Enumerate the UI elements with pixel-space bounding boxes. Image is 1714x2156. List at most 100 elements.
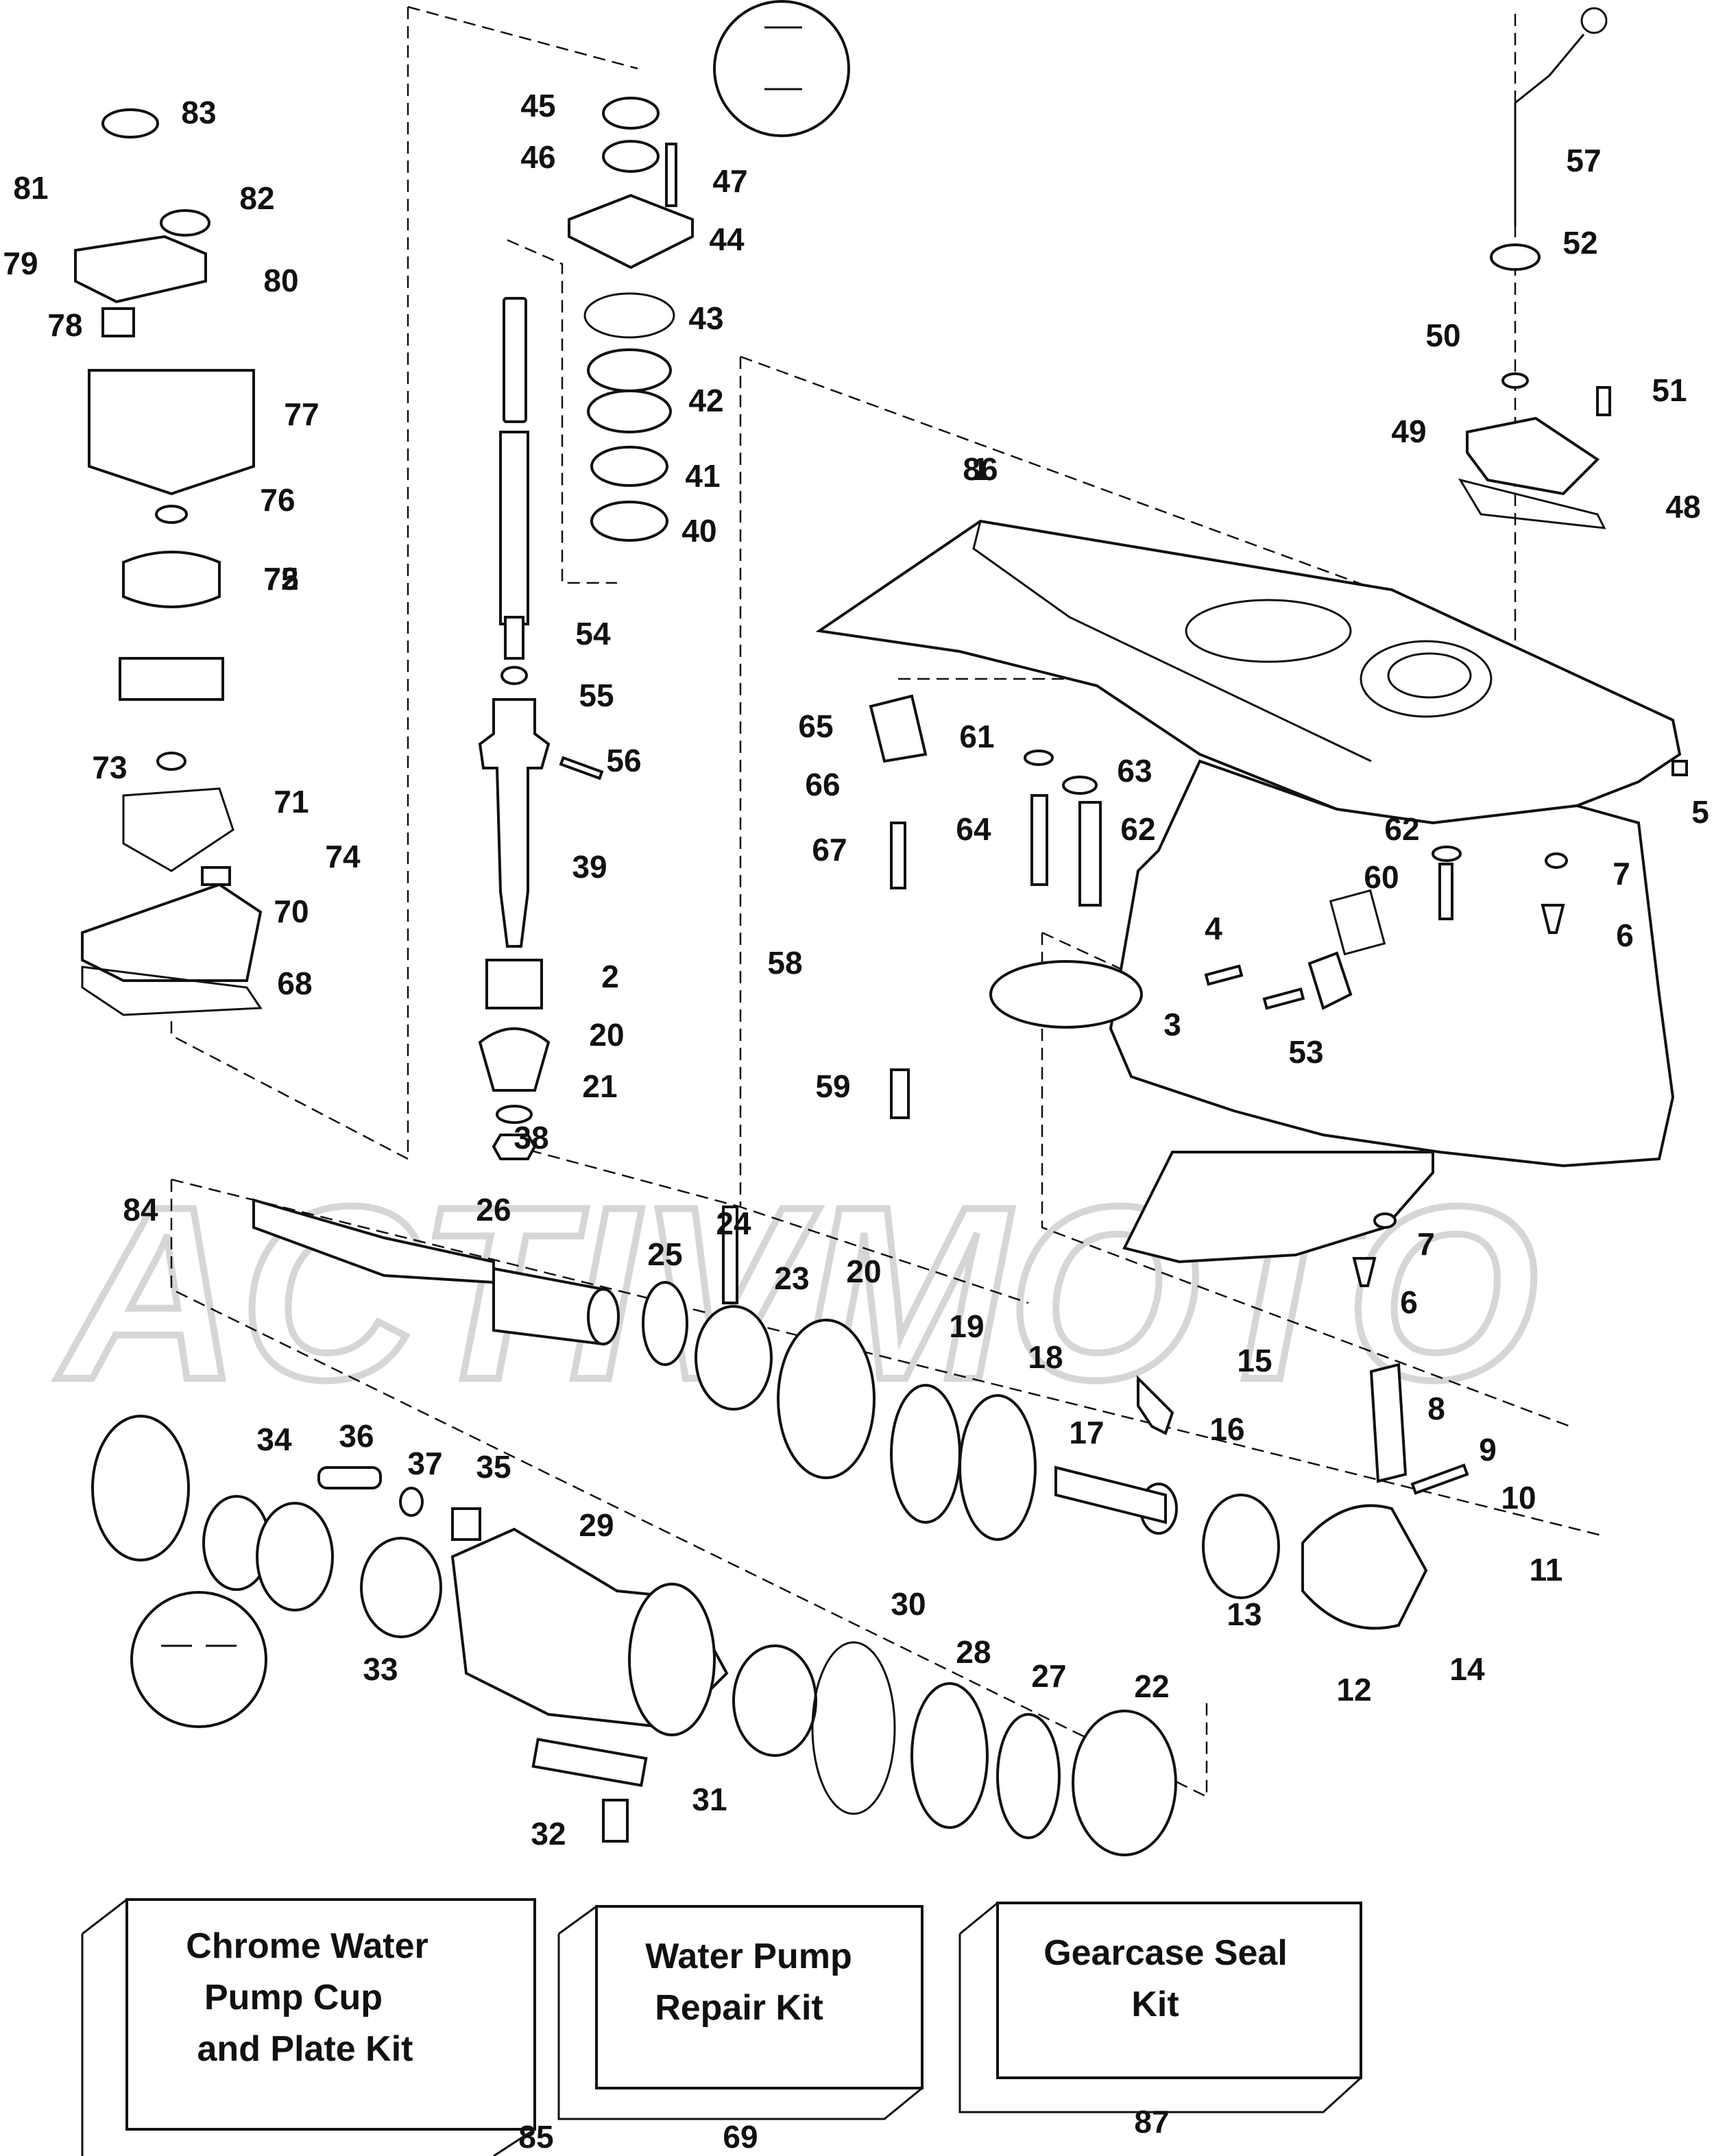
callout-41: 41 xyxy=(685,458,720,494)
callout-9: 9 xyxy=(1479,1432,1497,1468)
callout-24: 24 xyxy=(716,1206,751,1241)
callout-66: 66 xyxy=(805,767,840,802)
callout-28: 28 xyxy=(956,1634,991,1670)
callout-80: 80 xyxy=(263,263,298,298)
kit-chrome-water-pump-cup: Chrome Water Pump Cup and Plate Kit 85 xyxy=(186,1926,553,2155)
callout-42: 42 xyxy=(688,383,723,418)
callout-62: 62 xyxy=(1384,811,1419,847)
callout-2: 2 xyxy=(601,959,619,994)
callout-45: 45 xyxy=(520,88,555,123)
kit-line: Water Pump xyxy=(645,1937,852,1976)
callout-84: 84 xyxy=(123,1192,158,1227)
callout-29: 29 xyxy=(579,1507,614,1543)
callout-labels: 1234566778910111213141516171819202021222… xyxy=(3,88,1709,1852)
callout-48: 48 xyxy=(1665,489,1700,525)
callout-27: 27 xyxy=(1031,1658,1066,1694)
callout-1: 1 xyxy=(971,451,989,487)
callout-35: 35 xyxy=(476,1449,511,1485)
callout-64: 64 xyxy=(956,811,991,847)
bearing-carrier-assembly xyxy=(91,1415,1177,1856)
callout-70: 70 xyxy=(274,894,309,929)
callout-7: 7 xyxy=(1417,1226,1435,1262)
callout-34: 34 xyxy=(256,1422,292,1457)
callout-39: 39 xyxy=(572,849,607,885)
seal-lip-orientation-icon xyxy=(130,1591,267,1728)
callout-76: 76 xyxy=(260,482,295,518)
callout-81: 81 xyxy=(13,170,48,206)
callout-10: 10 xyxy=(1501,1480,1536,1516)
callout-77: 77 xyxy=(284,396,319,432)
callout-14: 14 xyxy=(1449,1651,1485,1687)
callout-44: 44 xyxy=(709,221,745,257)
callout-36: 36 xyxy=(339,1418,374,1454)
callout-4: 4 xyxy=(1205,911,1222,946)
callout-71: 71 xyxy=(274,784,309,819)
callout-68: 68 xyxy=(277,966,312,1001)
callout-50: 50 xyxy=(1425,318,1460,353)
kit-line: Repair Kit xyxy=(655,1988,823,2028)
callout-43: 43 xyxy=(688,300,723,336)
callout-19: 19 xyxy=(949,1308,984,1344)
callout-55: 55 xyxy=(579,678,614,713)
callout-83: 83 xyxy=(181,95,216,130)
callout-37: 37 xyxy=(407,1446,442,1481)
kit-boxes xyxy=(81,1898,1362,2156)
kit-number: 85 xyxy=(518,2119,553,2155)
callout-8: 8 xyxy=(1427,1391,1445,1426)
kit-line: Gearcase Seal xyxy=(1043,1933,1288,1973)
callout-26: 26 xyxy=(476,1192,511,1227)
kit-gearcase-seal: Gearcase Seal Kit 87 xyxy=(1043,1933,1288,2140)
bearing-stack xyxy=(568,97,694,542)
callout-67: 67 xyxy=(812,832,847,867)
callout-47: 47 xyxy=(712,163,747,199)
callout-63: 63 xyxy=(1117,753,1152,789)
kit-line: and Plate Kit xyxy=(197,2029,413,2069)
callout-74: 74 xyxy=(325,839,361,874)
callout-49: 49 xyxy=(1391,414,1426,449)
callout-20: 20 xyxy=(846,1254,881,1289)
shift-rod-assembly xyxy=(1458,7,1611,529)
callout-40: 40 xyxy=(681,513,716,549)
callout-72: 72 xyxy=(263,561,298,597)
callout-86: 86 xyxy=(963,451,998,487)
callout-57: 57 xyxy=(1566,143,1601,178)
callout-30: 30 xyxy=(891,1586,926,1622)
callout-15: 15 xyxy=(1237,1343,1272,1378)
callout-12: 12 xyxy=(1336,1672,1371,1708)
callout-21: 21 xyxy=(582,1068,617,1104)
callout-52: 52 xyxy=(1562,225,1597,261)
kit-line: Kit xyxy=(1131,1985,1179,2024)
driveshaft-assembly xyxy=(478,297,604,1160)
callout-73: 73 xyxy=(92,750,127,785)
callout-5: 5 xyxy=(1691,794,1709,830)
callout-17: 17 xyxy=(1069,1415,1104,1450)
callout-58: 58 xyxy=(767,945,802,981)
callout-38: 38 xyxy=(514,1120,548,1155)
callout-65: 65 xyxy=(798,708,833,744)
callout-6: 6 xyxy=(1400,1284,1418,1320)
callout-33: 33 xyxy=(363,1651,398,1687)
callout-61: 61 xyxy=(959,719,994,754)
kit-water-pump-repair: Water Pump Repair Kit 69 xyxy=(645,1937,852,2155)
callout-75: 75 xyxy=(263,561,298,597)
callout-32: 32 xyxy=(531,1816,566,1852)
callout-78: 78 xyxy=(47,307,82,343)
propeller-shaft-assembly xyxy=(252,1198,1469,1630)
callout-56: 56 xyxy=(606,743,641,778)
callout-20: 20 xyxy=(589,1017,624,1053)
callout-53: 53 xyxy=(1288,1034,1323,1070)
kit-number: 69 xyxy=(723,2119,758,2155)
callout-13: 13 xyxy=(1227,1596,1262,1632)
kit-line: Pump Cup xyxy=(204,1978,383,2017)
callout-25: 25 xyxy=(647,1236,682,1272)
callout-7: 7 xyxy=(1613,856,1630,891)
callout-82: 82 xyxy=(239,180,274,216)
gearcase-housing xyxy=(815,519,1682,1264)
callout-54: 54 xyxy=(575,616,611,651)
callout-16: 16 xyxy=(1209,1411,1244,1447)
callout-3: 3 xyxy=(1163,1007,1181,1042)
callout-22: 22 xyxy=(1134,1668,1169,1704)
small-parts xyxy=(869,694,1688,1287)
seal-lip-orientation-icon xyxy=(713,0,850,137)
